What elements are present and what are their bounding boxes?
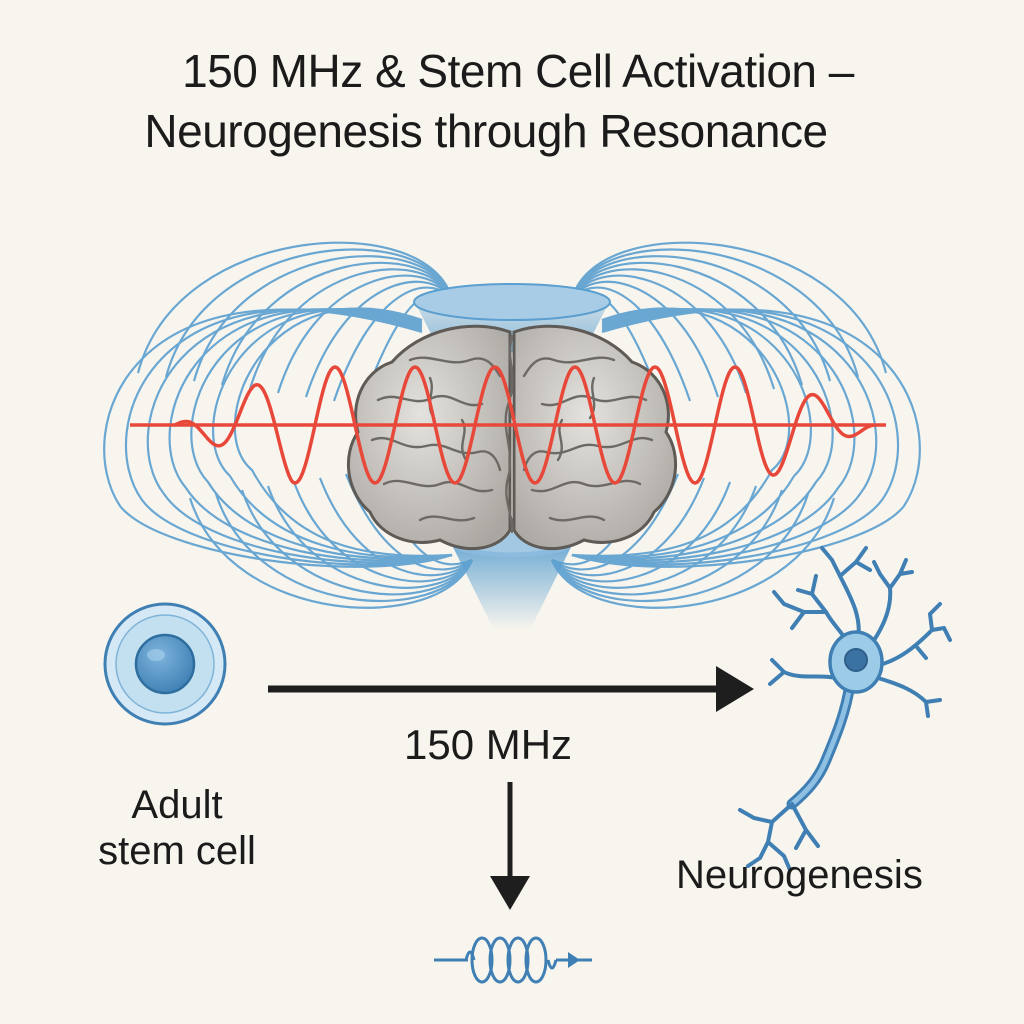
field-line: [570, 274, 748, 394]
field-line: [571, 308, 878, 564]
field-line: [551, 481, 732, 583]
neurogenesis-label: Neurogenesis: [676, 853, 923, 897]
field-line: [190, 308, 453, 560]
field-line: [571, 308, 834, 560]
field-line: [571, 307, 812, 559]
field-line: [214, 493, 474, 603]
field-line: [188, 497, 474, 609]
field-line: [571, 308, 900, 566]
field-line: [318, 477, 473, 577]
field-line: [168, 308, 453, 562]
field-line: [124, 308, 453, 566]
activation-arrow: [268, 666, 754, 712]
stem-cell-label-line-2: stem cell: [98, 829, 256, 873]
field-line: [551, 477, 706, 577]
neuron-icon: [738, 546, 952, 872]
stem-cell-icon: [103, 602, 227, 726]
coil-antenna-icon: [434, 936, 592, 984]
field-line: [233, 307, 453, 557]
field-line: [551, 485, 758, 589]
field-line: [146, 308, 453, 564]
field-line: [570, 248, 860, 378]
field-line: [212, 307, 453, 559]
field-line: [571, 308, 921, 568]
title-line-1: 150 MHz & Stem Cell Activation –: [182, 45, 854, 97]
field-line: [292, 481, 473, 583]
field-line: [276, 274, 454, 394]
field-line: [570, 241, 888, 374]
field-line: [103, 308, 453, 568]
field-line: [136, 241, 454, 374]
field-line: [550, 497, 836, 609]
field-line: [266, 485, 473, 589]
field-line: [550, 493, 810, 603]
stem-cell-label: Adult stem cell: [82, 782, 272, 874]
stem-cell-label-line-1: Adult: [131, 783, 223, 827]
resonance-wave: [130, 365, 886, 485]
field-line: [571, 308, 856, 562]
down-arrow: [490, 782, 530, 910]
field-line: [571, 307, 791, 557]
title-line-2: Neurogenesis through Resonance: [144, 105, 828, 157]
brain-icon: [346, 324, 678, 551]
field-line: [164, 248, 454, 378]
frequency-label: 150 MHz: [404, 721, 573, 768]
